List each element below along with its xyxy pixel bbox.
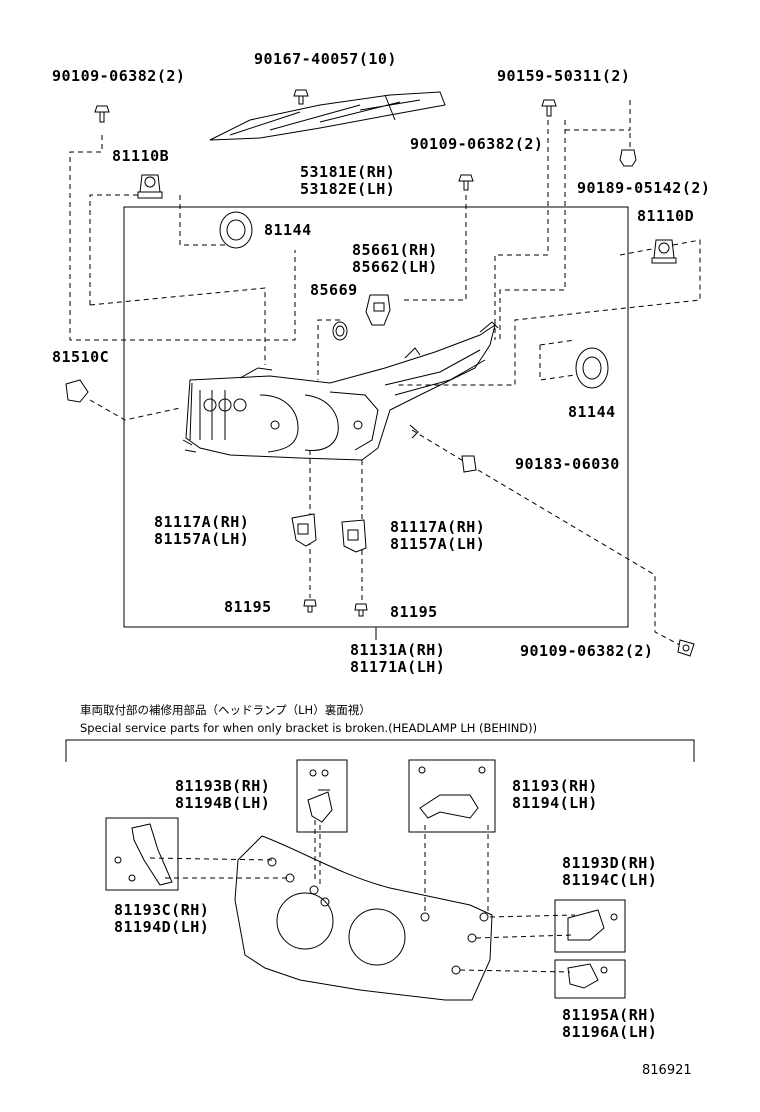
label-81157a-left: 81157A(LH) (154, 530, 250, 548)
label-81194b: 81194B(LH) (175, 794, 271, 812)
label-81194d: 81194D(LH) (114, 918, 210, 936)
label-90167: 90167-40057(10) (254, 50, 397, 68)
screw-81195-left[interactable] (303, 599, 317, 613)
box-81193[interactable] (408, 759, 496, 833)
label-81144-left: 81144 (264, 221, 312, 239)
section-bracket-line (65, 739, 695, 762)
nut-90183[interactable] (461, 455, 477, 473)
bulb-81110b[interactable] (137, 174, 163, 199)
screw-90159[interactable] (541, 99, 557, 117)
label-90109-bottom: 90109-06382(2) (520, 642, 654, 660)
section-title-jp: 車両取付部の補修用部品（ヘッドランプ（LH）裏面視） (80, 703, 371, 717)
label-81131a: 81131A(RH) (350, 641, 446, 659)
box-81193c[interactable] (105, 817, 179, 891)
bulb-81110d[interactable] (651, 239, 677, 264)
trim-53181e[interactable] (209, 91, 446, 141)
label-81195-left: 81195 (224, 598, 272, 616)
label-81195-right: 81195 (390, 603, 438, 621)
label-81117a-left: 81117A(RH) (154, 513, 250, 531)
housing-rear-view[interactable] (234, 835, 493, 1001)
label-81196a: 81196A(LH) (562, 1023, 658, 1041)
label-81193b: 81193B(RH) (175, 777, 271, 795)
label-85669: 85669 (310, 281, 358, 299)
screw-81195-right[interactable] (354, 603, 368, 617)
label-81193c: 81193C(RH) (114, 901, 210, 919)
label-81171a: 81171A(LH) (350, 658, 446, 676)
bolt-90109-top-left[interactable] (94, 105, 110, 123)
label-90189: 90189-05142(2) (577, 179, 711, 197)
bracket-81117a-left[interactable] (291, 513, 317, 547)
label-81510c: 81510C (52, 348, 110, 366)
label-81195a: 81195A(RH) (562, 1006, 658, 1024)
label-81193d: 81193D(RH) (562, 854, 658, 872)
label-53182e: 53182E(LH) (300, 180, 396, 198)
cap-81510c[interactable] (65, 379, 89, 403)
headlamp-body[interactable] (182, 321, 499, 461)
reference-number: 816921 (642, 1063, 692, 1078)
label-90183: 90183-06030 (515, 455, 620, 473)
bolt-90109-mid[interactable] (458, 174, 474, 191)
label-81157a-right: 81157A(LH) (390, 535, 486, 553)
box-81193d[interactable] (554, 899, 626, 953)
label-90109-top-left: 90109-06382(2) (52, 67, 186, 85)
label-85661: 85661(RH) (352, 241, 438, 259)
gasket-85669[interactable] (332, 321, 348, 341)
label-81194c: 81194C(LH) (562, 871, 658, 889)
bolt-90167[interactable] (293, 89, 309, 105)
label-81110b: 81110B (112, 147, 170, 165)
label-81110d: 81110D (637, 207, 695, 225)
label-81193: 81193(RH) (512, 777, 598, 795)
box-81193b[interactable] (296, 759, 348, 833)
box-81195a[interactable] (554, 959, 626, 999)
actuator-85661[interactable] (365, 294, 391, 326)
label-81194: 81194(LH) (512, 794, 598, 812)
label-81117a-right: 81117A(RH) (390, 518, 486, 536)
cap-81144-left[interactable] (219, 211, 253, 249)
section-title-en: Special service parts for when only brac… (80, 721, 538, 735)
label-53181e: 53181E(RH) (300, 163, 396, 181)
clip-90189[interactable] (619, 149, 637, 167)
bolt-90109-bottom[interactable] (677, 639, 695, 657)
bracket-81117a-right[interactable] (341, 519, 367, 553)
label-81144-right: 81144 (568, 403, 616, 421)
label-90159: 90159-50311(2) (497, 67, 631, 85)
label-85662: 85662(LH) (352, 258, 438, 276)
cap-81144-right[interactable] (575, 347, 609, 389)
label-90109-mid: 90109-06382(2) (410, 135, 544, 153)
